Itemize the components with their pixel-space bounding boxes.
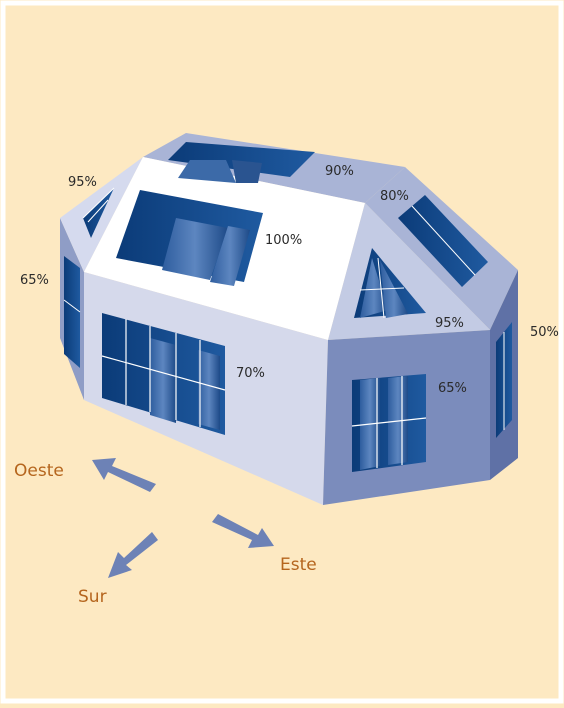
main-roof-panel-shade-1 (162, 218, 228, 280)
label-roof-back: 90% (325, 164, 354, 179)
arrow-south (108, 532, 158, 578)
label-roof-west-small: 95% (68, 175, 97, 190)
west-roof-panel (83, 188, 114, 238)
label-direction-south: Sur (78, 587, 107, 607)
label-roof-east-upper: 80% (380, 189, 409, 204)
south-window-shade-1 (150, 338, 176, 423)
triangle-roof-panel-shade-1 (360, 258, 388, 318)
label-wall-east-front: 65% (438, 381, 467, 396)
back-roof-panel (168, 142, 315, 177)
label-roof-main: 100% (265, 233, 302, 248)
arrow-west (92, 458, 156, 492)
east-window-mullions (351, 376, 427, 468)
label-wall-south-main: 70% (236, 366, 265, 381)
arrow-east (212, 514, 274, 548)
label-roof-east-triangle: 95% (435, 316, 464, 331)
south-window-shade-2 (198, 350, 220, 430)
label-direction-west: Oeste (14, 461, 64, 481)
back-roof-panel-shade-2 (232, 160, 262, 183)
west-end-window (64, 256, 80, 368)
main-roof-panel-shade-2 (210, 226, 250, 286)
south-window-mullions (101, 319, 226, 427)
back-roof-panel-shade (178, 160, 236, 183)
label-wall-east-end: 50% (530, 325, 559, 340)
label-wall-west-end: 65% (20, 273, 49, 288)
triangle-roof-panel-shade-2 (380, 260, 408, 318)
label-direction-east: Este (280, 555, 317, 575)
